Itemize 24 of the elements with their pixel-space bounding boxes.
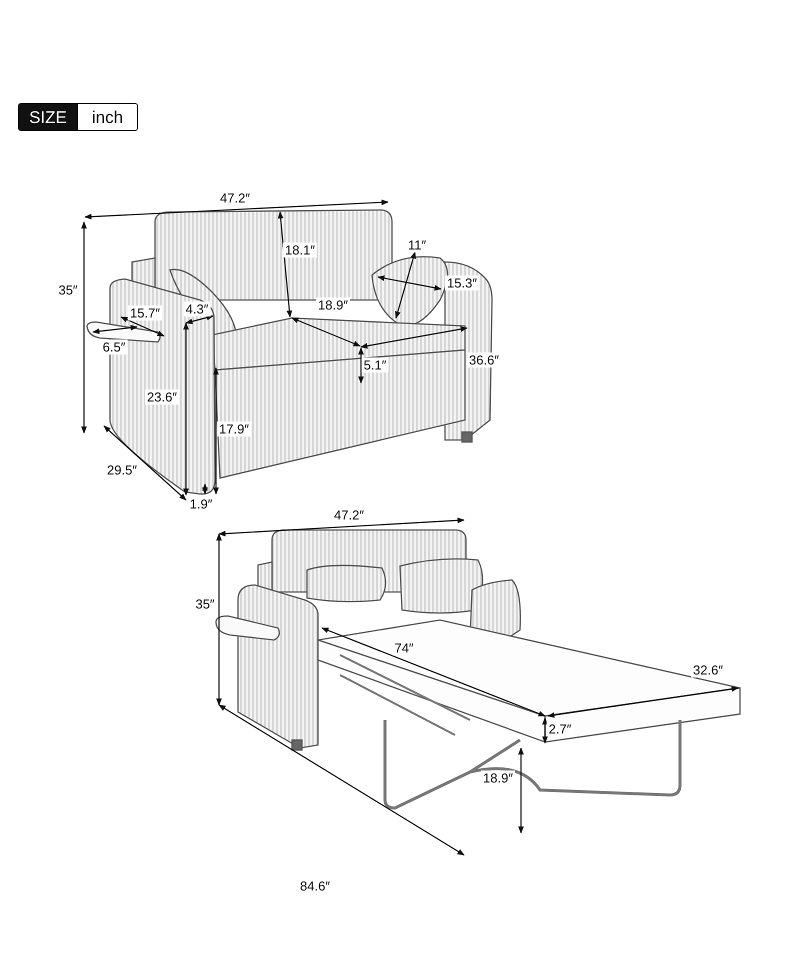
dimension-label: 18.9″ <box>481 770 515 786</box>
dimension-label: 23.6″ <box>145 390 179 404</box>
unit-tag: inch <box>78 103 138 131</box>
dimension-label: 15.7″ <box>128 306 162 320</box>
dimension-label: 4.3″ <box>184 302 210 316</box>
dimension-label: 6.5″ <box>100 340 128 354</box>
dimension-label: 47.2″ <box>218 190 252 206</box>
dimension-label: 17.9″ <box>217 422 251 436</box>
dimension-label: 11″ <box>406 238 428 252</box>
dimension-label: 35″ <box>56 282 80 298</box>
dimension-label: 2.7″ <box>546 722 574 736</box>
dimension-label: 35″ <box>193 596 217 612</box>
dimension-label: 1.9″ <box>188 496 214 512</box>
dimension-label: 84.6″ <box>298 878 332 894</box>
dimension-label: 36.6″ <box>467 352 501 368</box>
dimension-label: 18.9″ <box>316 298 350 312</box>
dimension-label: 74″ <box>392 640 416 656</box>
dimension-label: 5.1″ <box>362 358 388 372</box>
dimension-label: 29.5″ <box>105 462 139 478</box>
size-tag: SIZE <box>18 103 78 131</box>
dimension-label: 32.6″ <box>691 662 725 678</box>
dimension-label: 15.3″ <box>445 276 479 290</box>
dimension-label: 47.2″ <box>332 508 366 522</box>
dimension-label: 18.1″ <box>283 242 317 258</box>
